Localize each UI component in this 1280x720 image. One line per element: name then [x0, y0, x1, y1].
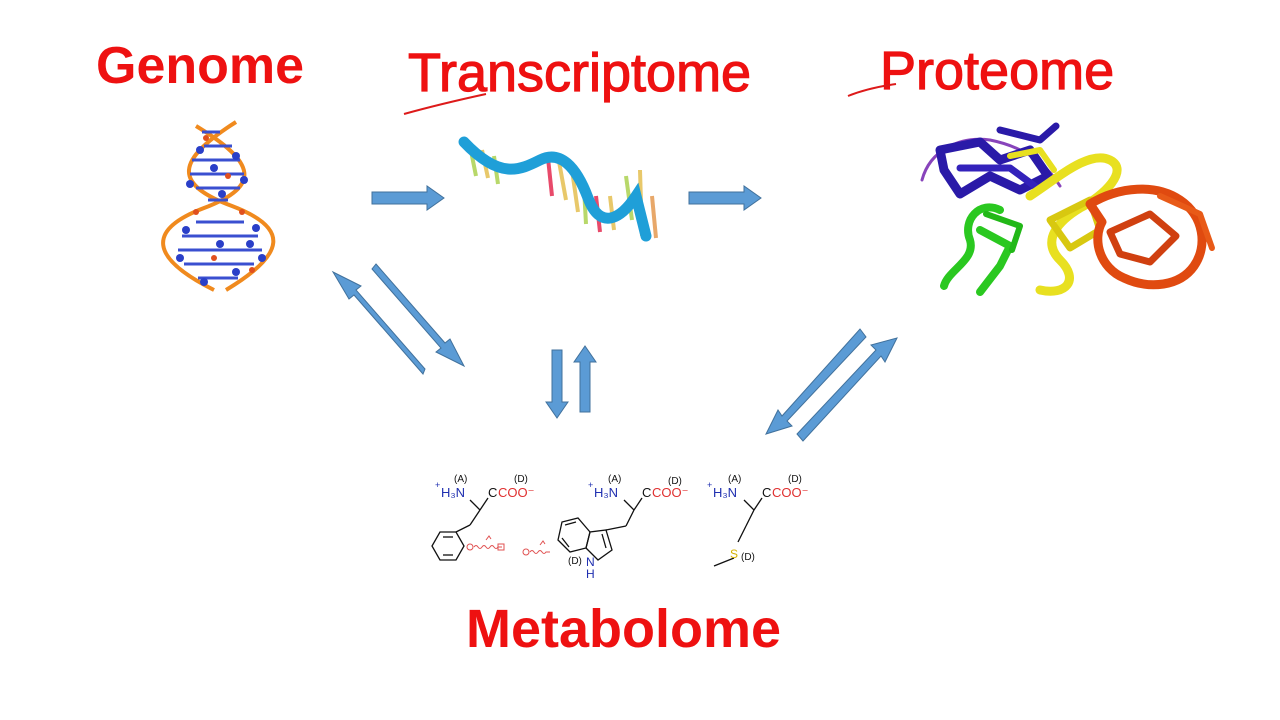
amine-label: H₃N	[441, 485, 465, 500]
arrow-proteome-to-metabolome	[765, 328, 867, 435]
ring-nitrogen-label: N	[586, 555, 595, 569]
arrow-metabolome-to-genome	[331, 270, 426, 375]
molecule-tryptophan: (A) (D) + H₃N C COO⁻ N H (D)	[522, 474, 688, 581]
sulfur-site-d-label: (D)	[741, 552, 755, 563]
arrow-metabolome-to-proteome	[796, 337, 898, 442]
carboxyl-label: COO⁻	[652, 485, 688, 500]
sulfur-label: S	[730, 547, 738, 561]
site-d-label: (D)	[788, 474, 802, 485]
charge-label: +	[707, 480, 712, 490]
molecule-methionine: (A) (D) + H₃N C COO⁻ S (D)	[707, 474, 808, 567]
arrow-genome-to-metabolome	[371, 263, 466, 368]
carbon-label: C	[642, 485, 651, 500]
arrow-transcriptome-to-proteome	[688, 185, 762, 211]
charge-label: +	[588, 480, 593, 490]
site-d-label: (D)	[668, 476, 682, 487]
carboxyl-label: COO⁻	[772, 485, 808, 500]
proteome-label: Proteome	[879, 41, 1115, 101]
amine-label: H₃N	[594, 485, 618, 500]
site-a-label: (A)	[454, 474, 467, 485]
protein-structure-image	[920, 122, 1215, 296]
ring-site-d-label: (D)	[568, 556, 582, 567]
amine-label: H₃N	[713, 485, 737, 500]
carbon-label: C	[762, 485, 771, 500]
arrow-genome-to-transcriptome	[371, 185, 445, 211]
transcriptome-label: Transcriptome	[407, 43, 752, 103]
rna-strand-image	[458, 136, 658, 242]
arrow-metabolome-to-transcriptome	[573, 345, 597, 413]
molecule-phenylalanine: (A) (D) + H₃N C COO⁻	[431, 474, 534, 561]
arrow-transcriptome-to-metabolome	[545, 349, 569, 419]
binding-motif-icon	[466, 535, 505, 551]
site-d-label: (D)	[514, 474, 528, 485]
charge-label: +	[435, 480, 440, 490]
dna-helix-image	[161, 120, 276, 292]
ring-hydrogen-label: H	[586, 567, 595, 581]
metabolome-label: Metabolome	[466, 599, 782, 659]
genome-label: Genome	[96, 37, 305, 95]
site-a-label: (A)	[728, 474, 741, 485]
site-a-label: (A)	[608, 474, 621, 485]
carbon-label: C	[488, 485, 497, 500]
pen-annotation	[847, 83, 897, 97]
carboxyl-label: COO⁻	[498, 485, 534, 500]
pen-annotation	[403, 93, 487, 115]
binding-motif-icon	[522, 540, 550, 556]
